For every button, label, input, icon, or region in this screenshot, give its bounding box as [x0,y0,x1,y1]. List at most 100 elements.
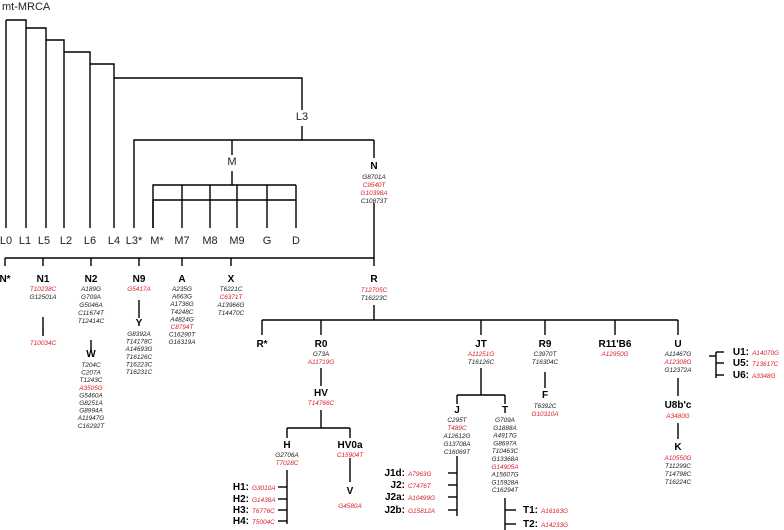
haplogroup-y: Y [136,318,143,329]
mutation-label: A11719G [307,359,335,366]
branch-l2 [46,39,65,228]
mutation-label: T11299C [665,463,691,470]
mutation-label: A13966G [216,302,244,309]
n-mutation-label: G10398A [360,190,387,197]
leaf-label: M9 [229,235,244,247]
leaf-label: G [263,235,272,247]
mutation-label: A1736G [169,301,193,308]
haplogroup-n2: N2 [85,274,98,285]
root-label: mt-MRCA [2,1,51,13]
subclade-mutation-j2: C7476T [408,483,432,490]
mutation-label: G15928A [491,479,518,486]
mutation-label: G8994A [79,408,102,415]
mutation-label: A4917G [492,433,516,440]
mutation-label: G8251A [79,400,102,407]
subclade-mutation-t2: A14233G [540,522,568,529]
mutation-label: G16319A [168,339,195,346]
mutation-label: A12308G [663,359,691,366]
mutation-label: G12372A [664,367,691,374]
mutation-label: G8392A [127,331,150,338]
haplogroup-hv0a: HV0a [337,440,362,451]
mutation-label: T12414C [78,318,105,325]
haplogroup-f: F [542,390,548,401]
mutation-label: C16290T [169,332,196,339]
haplogroup-r11b6: R11'B6 [599,339,632,350]
leaf-label: M7 [174,235,189,247]
n-mutation-label: C10873T [361,198,388,205]
mutation-label: G8697A [493,440,516,447]
mutation-label: G5417A [127,286,150,293]
mutation-label: T14766C [308,400,335,407]
mutation-label: A11947G [77,415,105,422]
subclade-u5: U5: [733,358,749,369]
mutation-label: T16224C [665,479,692,486]
haplogroup-jt: JT [475,339,487,350]
mutation-label: T14798C [665,471,692,478]
leaf-label: L5 [38,235,50,247]
mutation-label: T7028C [276,460,299,467]
subclade-mutation-u5: T13617C [752,361,779,368]
mutation-label: T16223C [361,295,388,302]
mutation-label: G10310A [531,411,558,418]
haplogroup-v: V [347,486,354,497]
haplogroup-u: U [674,339,681,350]
branch-l6 [64,51,91,228]
haplogroup-j: J [454,405,460,416]
leaf-label: L0 [0,235,12,247]
mutation-label: T204C [81,362,101,369]
haplogroup-k: K [674,442,682,453]
mutation-label: T1243C [80,377,103,384]
haplogroup-r0: R0 [315,339,328,350]
subclade-h2: H2: [233,494,249,505]
mutation-label: G709A [495,417,515,424]
branch-l4 [90,63,115,228]
n-label: N [370,161,377,172]
m-label: M [227,156,236,168]
mutation-label: G14905A [491,464,518,471]
subclade-mutation-h1: G3010A [252,485,275,492]
haplogroup-n1: N1 [37,274,50,285]
leaf-label: D [292,235,300,247]
mutation-label: C16292T [78,423,105,430]
n-mutation-label: G8701A [362,174,385,181]
mutation-label: G13708A [443,441,470,448]
subclade-u1: U1: [733,347,749,358]
haplogroup-w: W [86,349,96,360]
mutation-label: A10550G [663,455,691,462]
mutation-label: G709A [81,294,101,301]
haplogroup-nstar: N* [0,274,11,285]
branch-l3-stem [114,77,303,110]
mutation-label: A15607G [490,472,518,479]
subclade-mutation-u6: A3348G [751,373,775,380]
subclade-j2b: J2b: [384,505,405,516]
mutation-label: T14470C [218,310,245,317]
haplogroup-u8bc: U8b'c [665,400,692,411]
mutation-label: G5460A [79,392,102,399]
haplogroup-t: T [502,405,508,416]
haplogroup-i: I [42,328,45,339]
mutation-label: T16223C [126,361,153,368]
mutation-label: A14693G [124,346,152,353]
branch-l1 [6,19,27,228]
haplogroup-x: X [228,274,235,285]
leaf-label: M* [150,235,164,247]
mutation-label: A3505G [78,385,102,392]
subclade-u6: U6: [733,370,749,381]
subclade-mutation-h3: T6776C [252,508,275,515]
mutation-label: C3970T [534,351,558,358]
mutation-label: T16304C [532,359,559,366]
mutation-label: G12501A [29,294,56,301]
subclade-mutation-t1: A16163G [540,508,568,515]
mutation-label: A663G [171,294,192,301]
mutation-label: G4580A [338,503,361,510]
mutation-label: C295T [447,417,467,424]
subclade-mutation-u1: A14070G [751,350,779,357]
mutation-label: G1888A [493,425,516,432]
haplogroup-hv: HV [314,388,328,399]
subclade-mutation-h4: T5004C [252,519,275,526]
mutation-label: A12612G [442,433,470,440]
mutation-label: A3480G [665,413,689,420]
mutation-label: G2706A [275,452,298,459]
subclade-h1: H1: [233,482,249,493]
subclade-mutation-j2b: G15812A [408,508,435,515]
